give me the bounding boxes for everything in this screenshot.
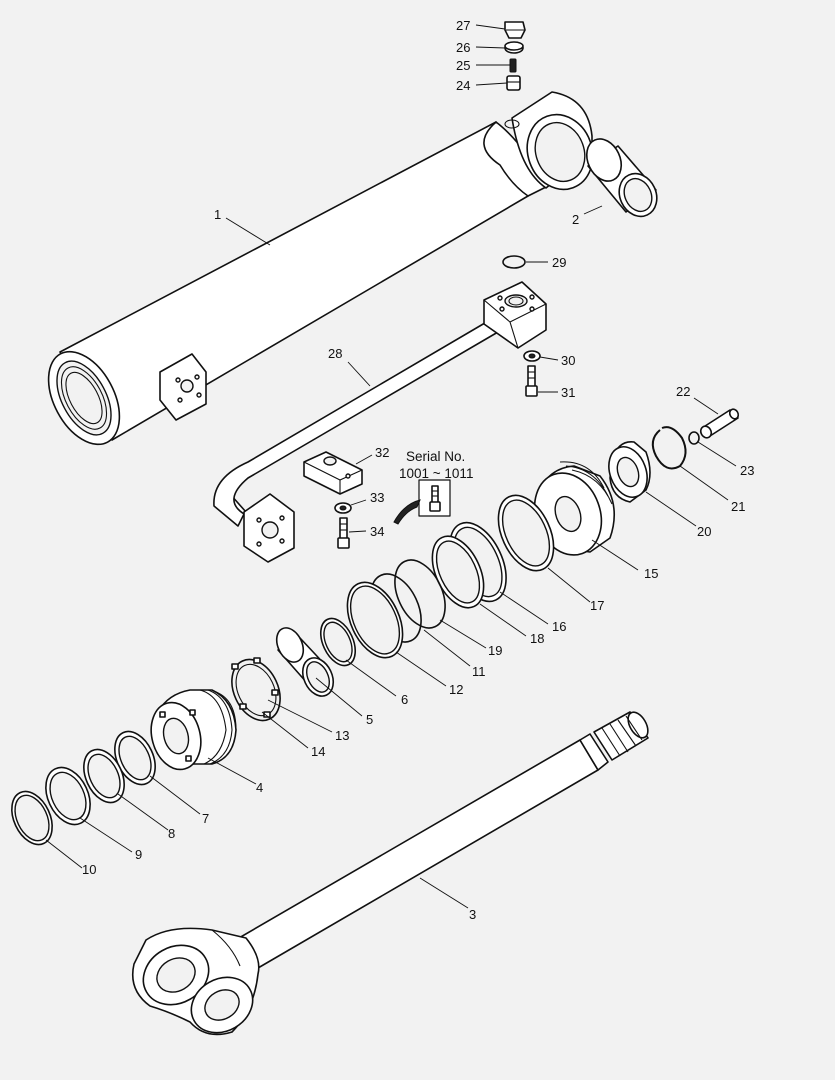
callout-3: 3: [469, 907, 476, 922]
callout-19: 19: [488, 643, 502, 658]
callout-13: 13: [335, 728, 349, 743]
callout-12: 12: [449, 682, 463, 697]
callout-24: 24: [456, 78, 470, 93]
ring-10: [11, 790, 53, 846]
pipe-head-block: [483, 281, 547, 349]
lock-nut-20: [608, 441, 651, 503]
tube-eye-head: [504, 91, 594, 191]
callout-17: 17: [590, 598, 604, 613]
serial-range: 1001 ~ 1011: [399, 466, 473, 481]
grease-nipple: [506, 75, 521, 91]
ring-19: [394, 559, 446, 629]
plug-washer: [504, 41, 524, 54]
callout-26: 26: [456, 40, 470, 55]
callout-16: 16: [552, 619, 566, 634]
bolt-31: [525, 365, 538, 397]
callout-27: 27: [456, 18, 470, 33]
plug-cap: [504, 21, 526, 39]
callout-18: 18: [530, 631, 544, 646]
callout-2: 2: [572, 212, 579, 227]
piston-rod-3: [231, 711, 649, 969]
callout-7: 7: [202, 811, 209, 826]
callout-30: 30: [561, 353, 575, 368]
bolt-34: [337, 517, 350, 549]
washer-33: [334, 502, 352, 514]
callout-10: 10: [82, 862, 96, 877]
callout-20: 20: [697, 524, 711, 539]
callout-14: 14: [311, 744, 325, 759]
piston-15: [533, 461, 616, 556]
serial-label: Serial No.: [406, 449, 465, 464]
callout-9: 9: [135, 847, 142, 862]
rod-eye: [131, 927, 260, 1036]
ring-12: [346, 581, 404, 659]
snap-ring-21: [651, 426, 687, 470]
leader-lines: [45, 24, 737, 909]
ring-17: [497, 494, 555, 572]
callout-34: 34: [370, 524, 384, 539]
pipe-end-flange: [243, 493, 295, 563]
seal-8: [83, 748, 125, 804]
callout-5: 5: [366, 712, 373, 727]
rod-cover-4: [150, 689, 237, 771]
callout-33: 33: [370, 490, 384, 505]
bushing: [585, 138, 658, 218]
o-ring-29: [502, 255, 526, 269]
callout-32: 32: [375, 445, 389, 460]
callout-11: 11: [472, 664, 486, 679]
ring-18: [431, 535, 485, 609]
callout-4: 4: [256, 780, 263, 795]
pipe-clamp: [303, 451, 363, 495]
serial-number-inset: [393, 479, 451, 525]
backup-ring-13-14: [231, 657, 281, 722]
curved-pointer-arrow: [393, 499, 421, 525]
ring-6: [319, 617, 357, 667]
hydraulic-pipe: [213, 317, 499, 527]
callout-25: 25: [456, 58, 470, 73]
callout-22: 22: [676, 384, 690, 399]
washer-30: [523, 350, 541, 362]
callout-21: 21: [731, 499, 745, 514]
callout-6: 6: [401, 692, 408, 707]
o-ring-23: [688, 431, 700, 445]
callout-15: 15: [644, 566, 658, 581]
callout-labels: 1 2 3 4 5 6 7 8 9 10 11 12 13 14 15 16 1…: [82, 18, 754, 922]
plug-spring-pin: [509, 58, 517, 73]
cylinder-tube: [47, 121, 549, 446]
pin-22: [699, 408, 740, 439]
callout-23: 23: [740, 463, 754, 478]
callout-31: 31: [561, 385, 575, 400]
callout-1: 1: [214, 207, 221, 222]
callout-28: 28: [328, 346, 342, 361]
tube-port-flange: [159, 353, 207, 421]
callout-29: 29: [552, 255, 566, 270]
callout-8: 8: [168, 826, 175, 841]
seal-9: [45, 766, 91, 826]
seal-7: [114, 730, 156, 786]
